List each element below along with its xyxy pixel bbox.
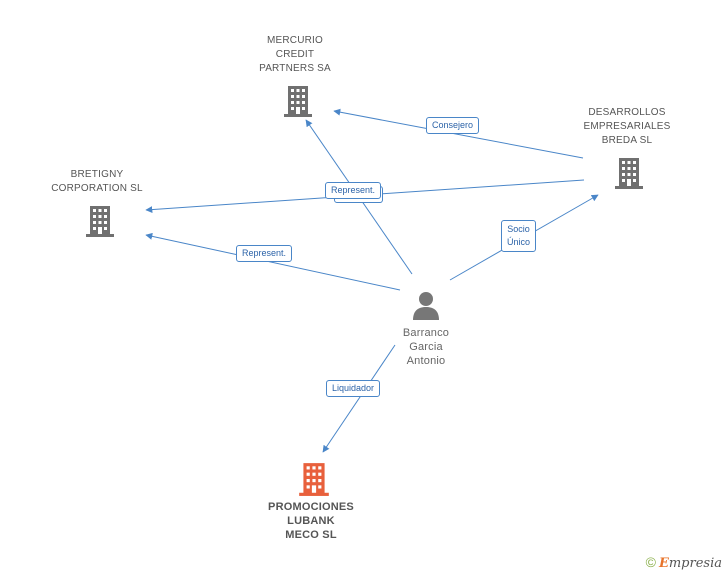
node-bretigny-line-2: CORPORATION SL [51,183,143,194]
brand-logo-rest: mpresia [668,556,722,571]
footer-brand: ©Empresia [646,554,722,571]
node-desarrollos-line-1: DESARROLLOS [588,107,666,118]
node-mercurio-label: MERCURIO CREDIT PARTNERS SA [235,34,355,76]
brand-logo-first-letter: E [658,556,669,571]
edge-label-consejero[interactable]: Consejero [426,117,480,134]
node-promociones-line-1: PROMOCIONES [268,501,354,513]
edge-label-socio-line-2: Único [507,237,531,247]
edge-liquidador [322,344,396,453]
copyright-symbol: © [645,554,656,570]
building-icon[interactable] [84,204,116,238]
edge-label-socio-line-1: Socio [507,224,530,234]
building-icon[interactable] [282,84,314,118]
node-bretigny-line-1: BRETIGNY [70,169,124,180]
edge-label-liquidador[interactable]: Liquidador [326,380,381,397]
node-person-line-3: Antonio [406,355,446,367]
node-bretigny-label: BRETIGNY CORPORATION SL [37,168,157,196]
node-promociones-label: PROMOCIONES LUBANK MECO SL [251,500,371,542]
node-desarrollos-label: DESARROLLOS EMPRESARIALES BREDA SL [567,106,687,148]
edge-label-socio-unico[interactable]: Socio Único [501,220,537,252]
edge-consejero [333,108,584,159]
node-promociones-line-2: LUBANK [287,515,335,527]
node-person-line-2: Garcia [409,341,443,353]
building-icon-main[interactable] [297,461,331,497]
brand-logo[interactable]: Empresia [659,556,722,571]
person-icon[interactable] [411,290,441,320]
node-mercurio-line-1: MERCURIO [266,35,324,46]
edge-label-represent-left[interactable]: Represent. [236,245,293,262]
node-person-line-1: Barranco [402,327,450,339]
node-person-label: Barranco Garcia Antonio [366,326,486,368]
edge-label-represent-top[interactable]: Represent. [325,182,382,199]
node-mercurio-line-2: CREDIT [275,49,315,60]
node-desarrollos-line-3: BREDA SL [601,135,653,146]
node-desarrollos-line-2: EMPRESARIALES [583,121,671,132]
node-mercurio-line-3: PARTNERS SA [259,63,331,74]
edge-represent-left [145,232,401,291]
building-icon[interactable] [613,156,645,190]
node-promociones-line-3: MECO SL [285,529,337,541]
